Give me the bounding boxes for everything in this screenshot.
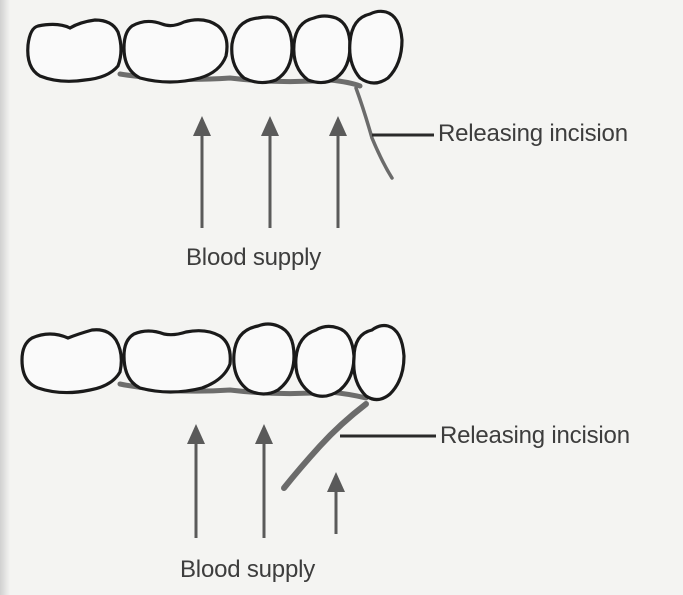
top-releasing-incision: [356, 88, 392, 178]
top-tooth-4: [294, 16, 350, 83]
bottom-tooth-5: [354, 326, 404, 400]
top-arrow-3: [329, 116, 347, 228]
bottom-tooth-1: [22, 330, 121, 393]
bottom-arrow-1: [187, 424, 205, 538]
top-blood-supply-label: Blood supply: [186, 244, 321, 272]
bottom-panel: [22, 324, 436, 538]
top-incision-label: Releasing incision: [438, 120, 628, 148]
bottom-blood-supply-label: Blood supply: [180, 556, 315, 584]
top-tooth-5: [350, 11, 402, 83]
bottom-releasing-incision: [284, 404, 366, 488]
bottom-arrow-3: [327, 472, 345, 534]
top-tooth-2: [124, 20, 227, 82]
bottom-tooth-4: [296, 326, 354, 396]
top-panel: [28, 11, 434, 228]
top-arrow-2: [261, 116, 279, 228]
top-arrow-1: [193, 116, 211, 228]
bottom-incision-label: Releasing incision: [440, 422, 630, 450]
bottom-tooth-2: [124, 331, 230, 392]
bottom-tooth-3: [234, 324, 294, 394]
top-tooth-3: [232, 17, 292, 83]
bottom-arrow-2: [255, 424, 273, 538]
top-tooth-1: [28, 20, 121, 81]
